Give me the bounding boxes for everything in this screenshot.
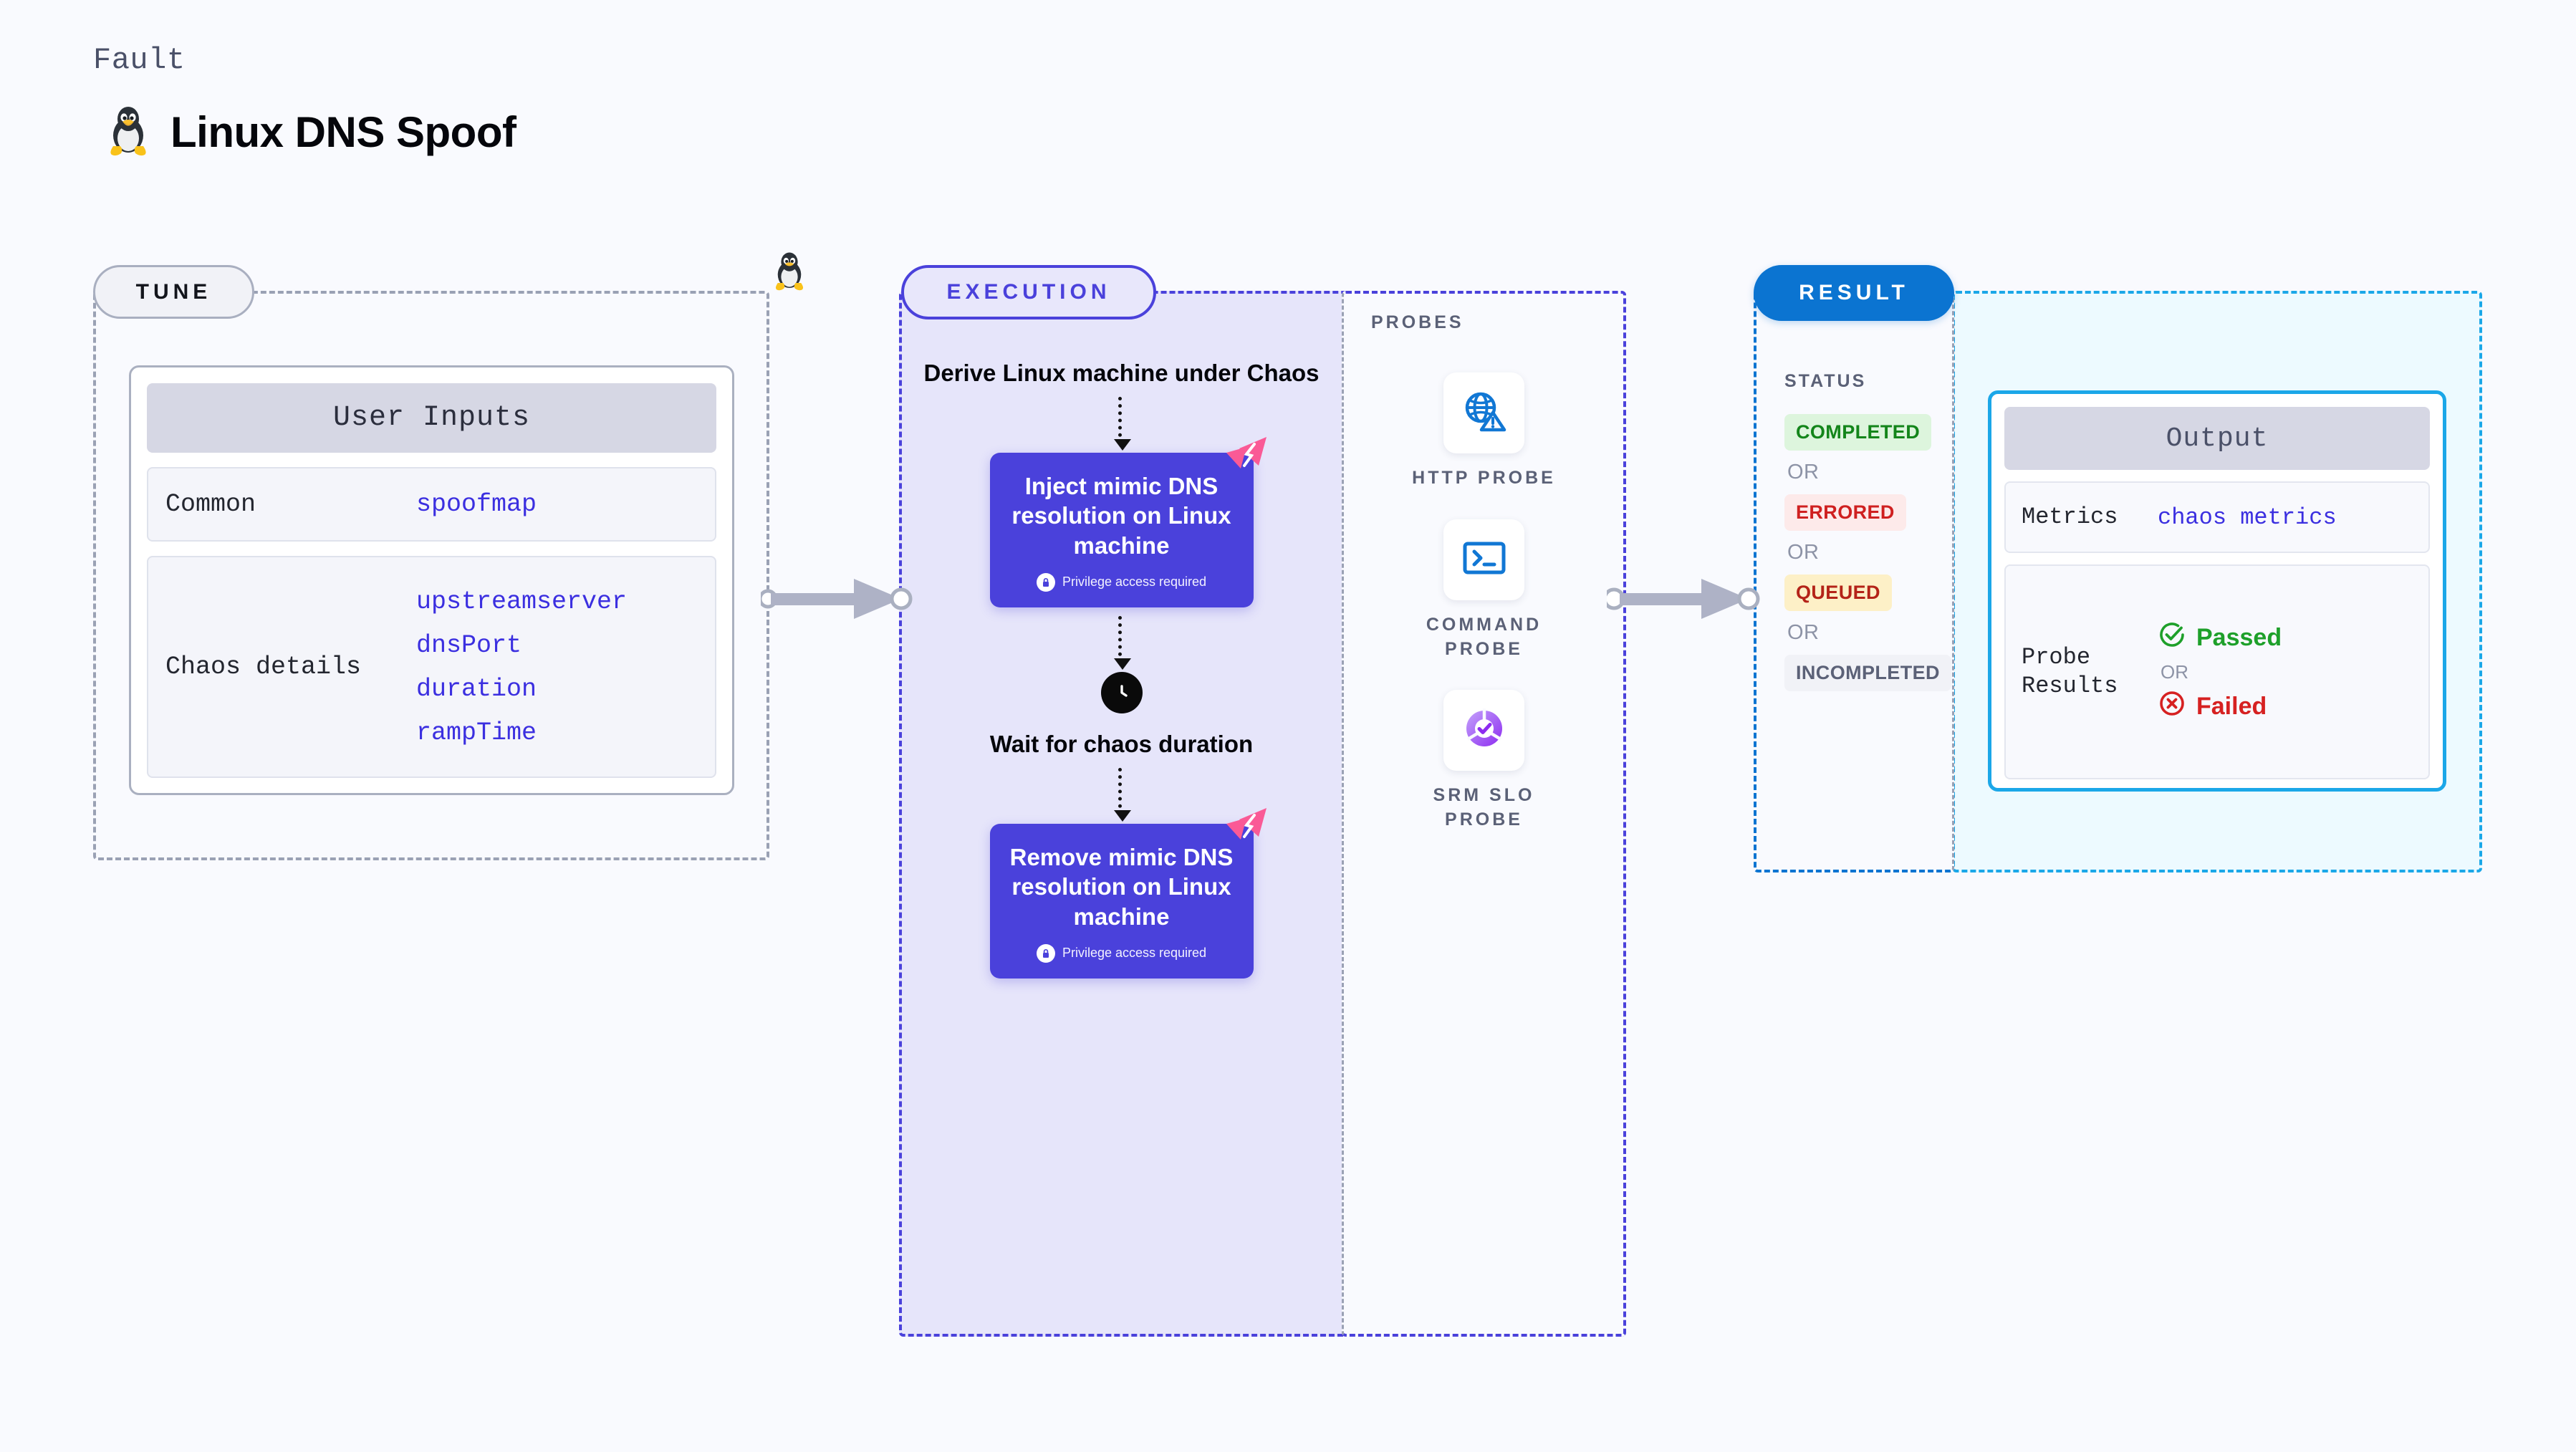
status-or-label: OR (1787, 541, 1820, 564)
globe-warning-icon (1462, 389, 1506, 437)
tune-row-values: upstreamserver dnsPort duration rampTime (416, 587, 627, 747)
status-badge-queued: QUEUED (1784, 574, 1892, 611)
status-or-label: OR (1787, 461, 1820, 484)
privilege-note: Privilege access required (1006, 943, 1238, 963)
flow-caption-derive: Derive Linux machine under Chaos (923, 360, 1320, 386)
action-card-inject[interactable]: Inject mimic DNS resolution on Linux mac… (989, 437, 1267, 607)
probe-label: SRM SLO PROBE (1433, 785, 1535, 830)
tune-stage-pill[interactable]: TUNE (93, 265, 254, 319)
connector-execution-to-result (1607, 579, 1760, 619)
probes-list: HTTP PROBE COMMAND PROBE (1342, 372, 1626, 832)
status-list: COMPLETED OR ERRORED OR QUEUED OR INCOMP… (1784, 414, 1956, 691)
check-circle-icon (2158, 620, 2186, 655)
output-row-label: Metrics (2022, 504, 2118, 530)
user-inputs-card: User Inputs Common spoofmap Chaos detail… (129, 365, 734, 795)
output-metrics-value: chaos metrics (2158, 504, 2337, 531)
lock-icon (1036, 943, 1055, 963)
page-title: Linux DNS Spoof (170, 108, 516, 156)
lock-icon (1036, 572, 1055, 592)
probe-or-label: OR (2161, 660, 2188, 683)
probes-stage-box (1342, 291, 1626, 1337)
action-card-remove[interactable]: Remove mimic DNS resolution on Linux mac… (989, 808, 1267, 979)
probe-failed-label: Failed (2196, 692, 2267, 720)
probe-tile (1443, 372, 1524, 453)
tune-value: rampTime (416, 718, 537, 747)
output-row-label: Probe Results (2022, 644, 2118, 699)
probe-result-failed: Failed (2158, 689, 2282, 724)
tune-row-label: Chaos details (165, 653, 362, 681)
probe-result-stack: Passed OR Failed (2158, 620, 2282, 724)
flow-arrow-down-icon (1114, 768, 1131, 822)
probe-item-http[interactable]: HTTP PROBE (1398, 372, 1570, 491)
x-circle-icon (2158, 689, 2186, 724)
fault-eyebrow-label: Fault (93, 43, 186, 77)
linux-tux-penguin-icon (106, 105, 150, 160)
output-card: Output Metrics chaos metrics Probe Resul… (1988, 390, 2446, 792)
tune-row-label: Common (165, 490, 256, 519)
probe-tile (1443, 690, 1524, 771)
probes-section-title: PROBES (1371, 312, 1464, 332)
tune-value: spoofmap (416, 490, 537, 519)
execution-stage-pill[interactable]: EXECUTION (901, 265, 1156, 319)
slo-gauge-check-icon (1461, 706, 1507, 755)
tune-row-values: spoofmap (416, 490, 537, 519)
output-card-header: Output (2004, 407, 2430, 470)
output-row-probe-results: Probe Results Passed OR (2004, 564, 2430, 779)
tune-value: duration (416, 674, 537, 703)
probe-item-srm-slo[interactable]: SRM SLO PROBE (1398, 690, 1570, 832)
connector-tune-to-execution (761, 579, 913, 619)
tune-stage-box (93, 291, 769, 860)
privilege-note: Privilege access required (1006, 572, 1238, 592)
fault-title-row: Linux DNS Spoof (106, 105, 516, 160)
probe-label: COMMAND PROBE (1426, 614, 1542, 659)
page-header: Fault Linux DNS Spoof (93, 43, 516, 160)
probe-item-command[interactable]: COMMAND PROBE (1398, 519, 1570, 662)
probe-tile (1443, 519, 1524, 600)
terminal-icon (1462, 539, 1506, 580)
probe-result-passed: Passed (2158, 620, 2282, 655)
status-or-label: OR (1787, 621, 1820, 644)
status-badge-completed: COMPLETED (1784, 414, 1932, 451)
flow-arrow-down-icon (1114, 397, 1131, 451)
litmus-chaos-badge-icon (1225, 808, 1267, 845)
tune-row-common: Common spoofmap (147, 467, 716, 542)
user-inputs-header: User Inputs (147, 383, 716, 453)
action-card-title: Remove mimic DNS resolution on Linux mac… (1009, 844, 1234, 930)
flow-arrow-down-icon (1114, 615, 1131, 670)
clock-icon (1100, 671, 1143, 713)
status-badge-incompleted: INCOMPLETED (1784, 655, 1951, 691)
output-row-metrics: Metrics chaos metrics (2004, 481, 2430, 553)
action-card-title: Inject mimic DNS resolution on Linux mac… (1011, 473, 1231, 559)
tune-value: dnsPort (416, 630, 522, 660)
status-badge-errored: ERRORED (1784, 494, 1906, 531)
status-section-title: STATUS (1784, 371, 1867, 391)
tune-row-chaos-details: Chaos details upstreamserver dnsPort dur… (147, 556, 716, 778)
probe-passed-label: Passed (2196, 623, 2282, 651)
privilege-note-text: Privilege access required (1062, 946, 1207, 961)
flow-caption-wait: Wait for chaos duration (989, 730, 1254, 757)
linux-tux-corner-icon (772, 251, 807, 294)
tune-value: upstreamserver (416, 587, 628, 616)
execution-flow: Derive Linux machine under Chaos Inject … (901, 358, 1342, 979)
privilege-note-text: Privilege access required (1062, 574, 1207, 590)
litmus-chaos-badge-icon (1225, 437, 1267, 474)
probe-label: HTTP PROBE (1412, 468, 1556, 488)
result-stage-pill[interactable]: RESULT (1754, 265, 1954, 321)
